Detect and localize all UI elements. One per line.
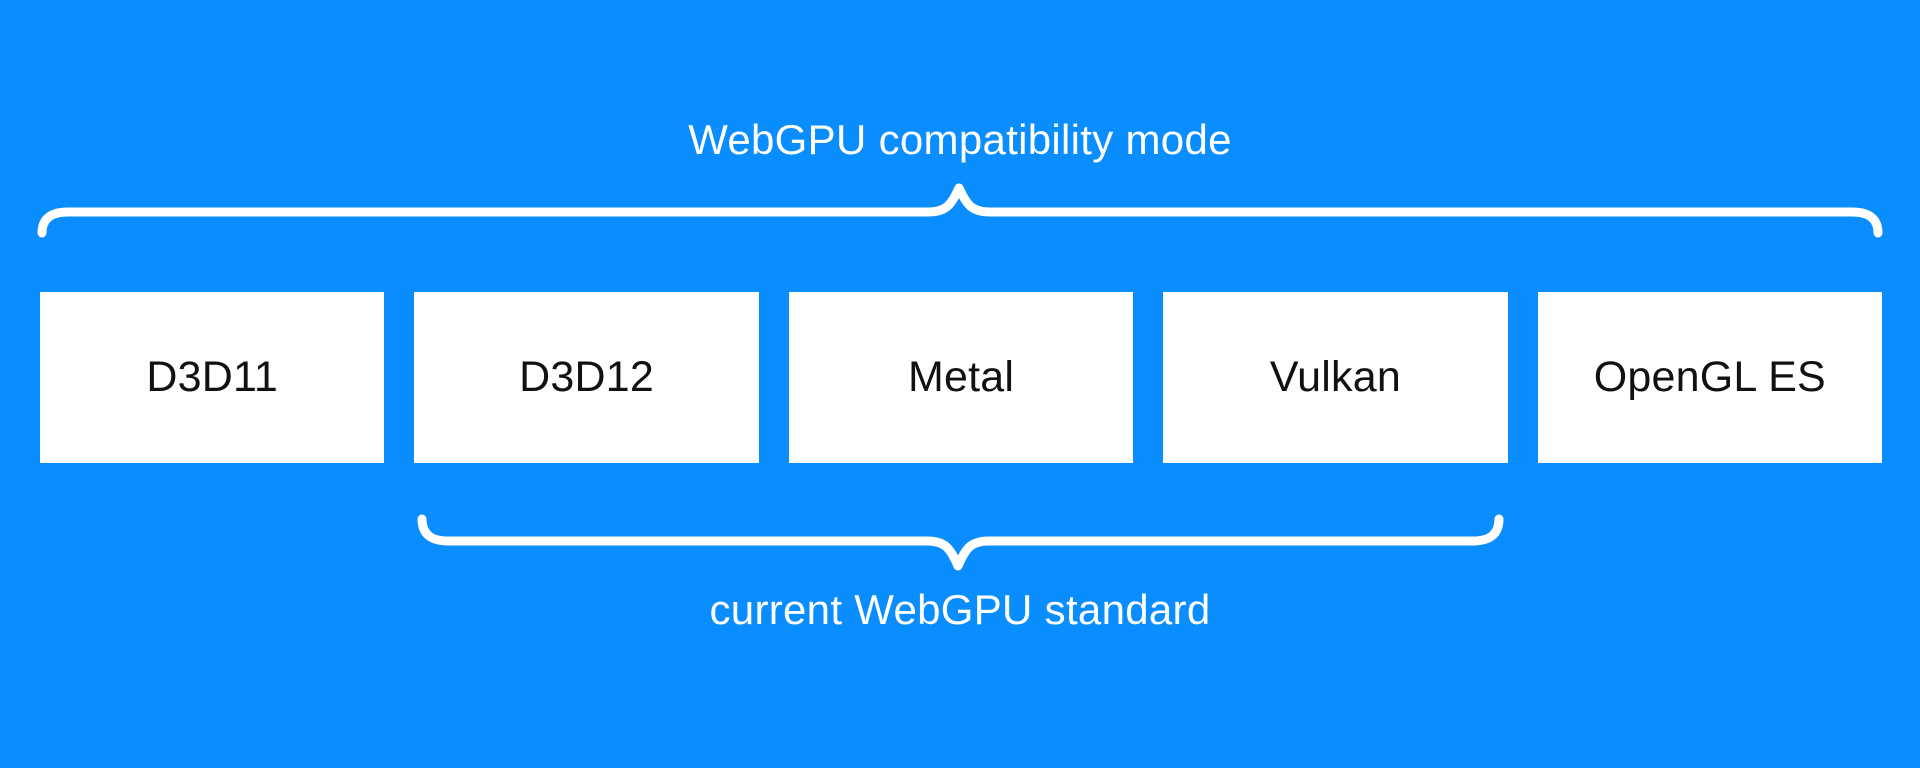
backend-label: Metal — [907, 353, 1015, 401]
bottom-brace-label: current WebGPU standard — [709, 586, 1211, 633]
backend-box-row: D3D11 D3D12 Metal Vulkan OpenGL ES — [40, 292, 1883, 463]
backend-label: OpenGL ES — [1593, 353, 1826, 401]
backend-box-d3d12: D3D12 — [414, 292, 759, 463]
backend-label: D3D11 — [146, 353, 279, 401]
backend-box-d3d11: D3D11 — [40, 292, 385, 463]
backend-label: Vulkan — [1269, 353, 1401, 401]
backend-box-metal: Metal — [788, 292, 1134, 463]
top-brace-label: WebGPU compatibility mode — [688, 116, 1232, 163]
bottom-brace-icon — [417, 514, 1504, 571]
top-brace-icon — [37, 183, 1883, 238]
backend-label: D3D12 — [519, 353, 655, 401]
backend-box-opengl-es: OpenGL ES — [1537, 292, 1883, 463]
backend-box-vulkan: Vulkan — [1163, 292, 1508, 463]
